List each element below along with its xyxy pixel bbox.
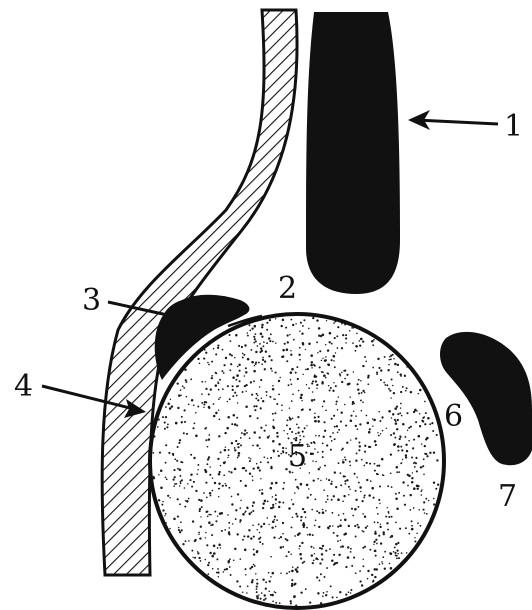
label-1: 1	[504, 109, 523, 144]
label-3: 3	[82, 283, 101, 318]
label-2: 2	[278, 271, 297, 306]
label-6: 6	[444, 399, 463, 434]
label-5: 5	[288, 439, 307, 474]
label-4: 4	[14, 369, 33, 404]
arrow-1	[408, 110, 498, 130]
black-rod	[306, 12, 400, 294]
label-7: 7	[498, 479, 517, 514]
